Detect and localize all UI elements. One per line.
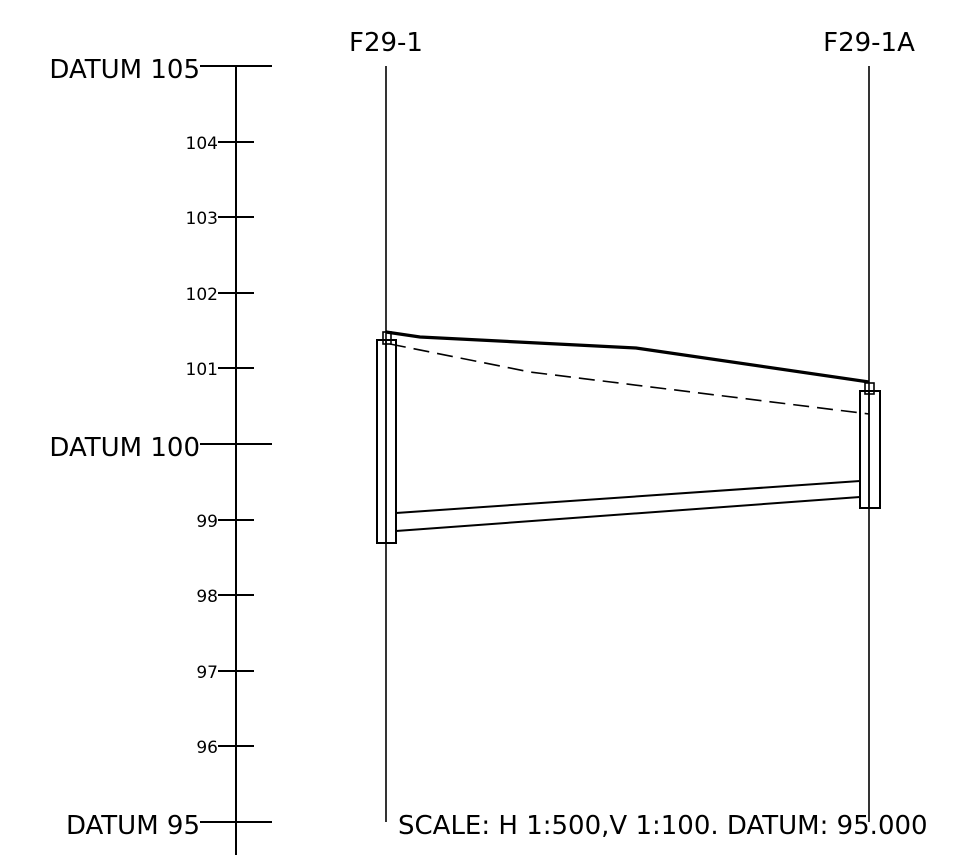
manhole-downstream-label: F29-1A bbox=[823, 28, 915, 58]
tick-label-98: 98 bbox=[196, 587, 218, 607]
tick-label-96: 96 bbox=[196, 738, 218, 758]
pipe-soffit-line bbox=[395, 496, 861, 532]
scale-note: SCALE: H 1:500,V 1:100. DATUM: 95.000 bbox=[398, 811, 928, 841]
manhole-downstream-chamber bbox=[859, 390, 881, 509]
tick-label-97: 97 bbox=[196, 663, 218, 683]
tick-label-101: 101 bbox=[186, 360, 218, 380]
datum-95-label: DATUM 95 bbox=[66, 811, 200, 841]
datum-105-label: DATUM 105 bbox=[49, 55, 200, 85]
pipe-invert-line bbox=[395, 480, 861, 514]
tick-label-102: 102 bbox=[186, 285, 218, 305]
tick-label-104: 104 bbox=[186, 134, 218, 154]
datum-100-label: DATUM 100 bbox=[49, 433, 200, 463]
ground-level-line bbox=[385, 330, 870, 384]
tick-label-103: 103 bbox=[186, 209, 218, 229]
manhole-upstream-label: F29-1 bbox=[349, 28, 423, 58]
dashed-profile-line bbox=[389, 343, 870, 415]
tick-label-99: 99 bbox=[196, 512, 218, 532]
